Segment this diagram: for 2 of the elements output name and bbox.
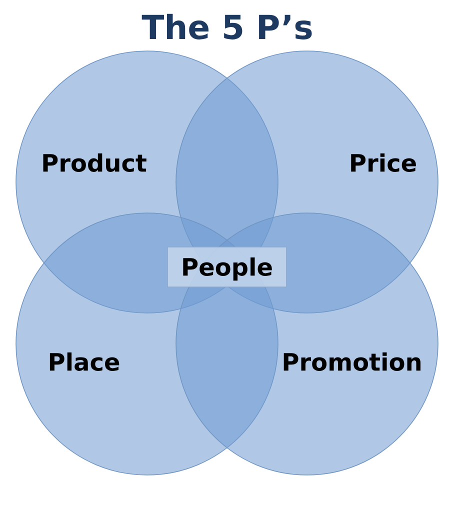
title: The 5 P’s <box>142 14 312 40</box>
label-box: People <box>167 246 287 288</box>
